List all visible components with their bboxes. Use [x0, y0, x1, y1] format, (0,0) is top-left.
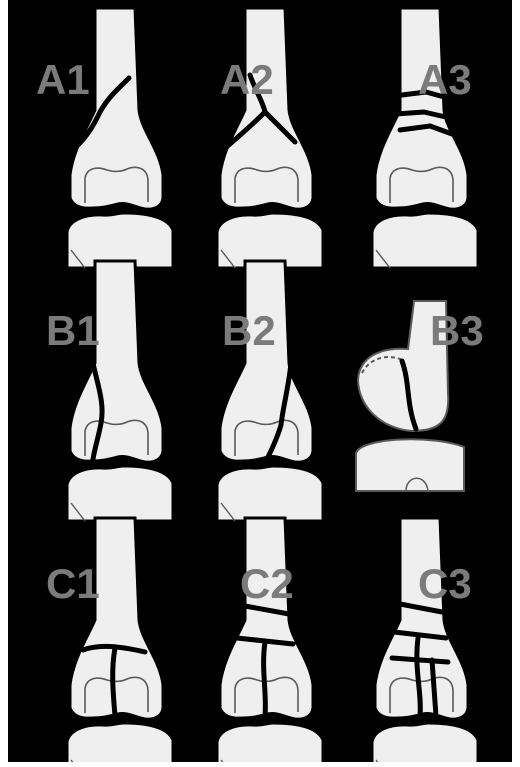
fracture-line: [113, 648, 115, 716]
panel-label-a3: A3: [418, 56, 472, 103]
tibia-lateral: [356, 439, 464, 491]
tibia: [372, 213, 478, 268]
tibia: [67, 466, 173, 521]
panel-label-a2: A2: [220, 56, 274, 103]
panel-label-c3: C3: [418, 560, 472, 607]
panel-label-b1: B1: [46, 307, 100, 354]
fracture-line: [264, 642, 266, 716]
panel-label-c1: C1: [46, 560, 100, 607]
tibia: [67, 723, 173, 762]
panel-label-b2: B2: [222, 307, 276, 354]
tibia: [217, 466, 323, 521]
tibia: [217, 723, 323, 762]
panel-label-b3: B3: [430, 307, 484, 354]
panel-label-a1: A1: [36, 56, 90, 103]
tibia: [372, 723, 478, 762]
panel-label-c2: C2: [240, 560, 294, 607]
